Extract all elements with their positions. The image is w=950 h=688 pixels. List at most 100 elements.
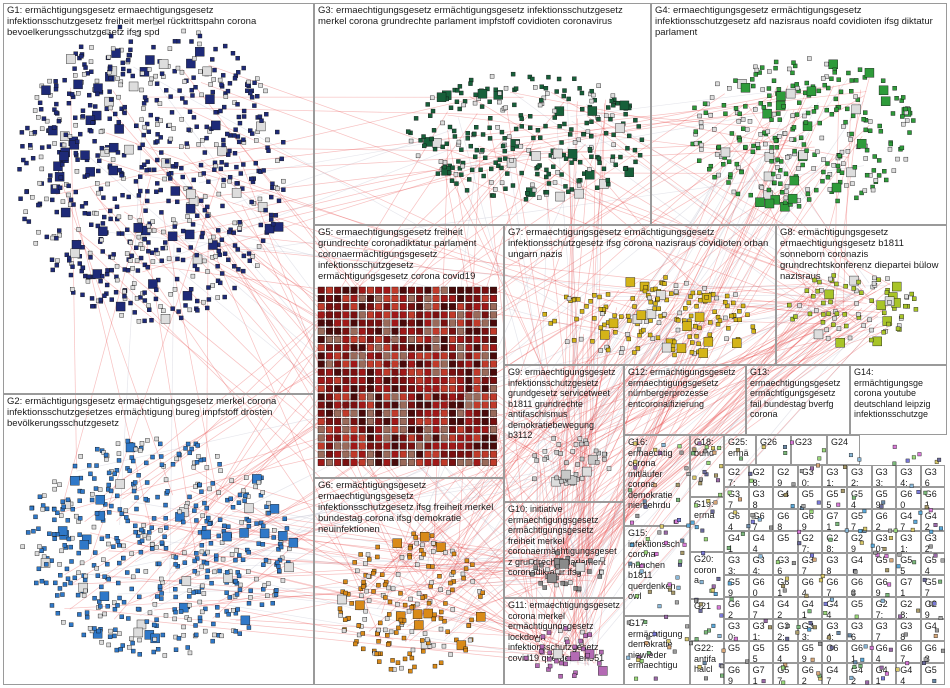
node — [52, 141, 57, 146]
node — [634, 594, 639, 599]
node — [546, 630, 552, 635]
node — [226, 524, 231, 529]
node — [142, 298, 148, 303]
node — [684, 637, 689, 642]
node — [577, 86, 582, 91]
node — [697, 441, 702, 446]
node — [584, 441, 589, 446]
node — [281, 187, 286, 192]
node — [853, 569, 858, 574]
node — [479, 104, 485, 109]
node — [375, 327, 383, 335]
edge — [202, 225, 383, 642]
node — [135, 31, 140, 36]
group-g24-label: G24 — [831, 437, 849, 447]
node — [367, 360, 374, 368]
node — [569, 160, 574, 165]
node — [317, 327, 325, 335]
node — [818, 578, 823, 583]
node — [81, 72, 87, 77]
small-group-label: G33: ern — [801, 621, 814, 641]
node — [166, 198, 171, 204]
node — [503, 105, 508, 110]
node — [414, 620, 424, 630]
edge — [208, 64, 872, 301]
node — [60, 592, 65, 597]
node — [791, 125, 797, 130]
node — [432, 295, 440, 302]
node — [661, 342, 672, 353]
small-group-cell: G47 — [748, 597, 774, 619]
node — [106, 54, 112, 60]
node — [940, 648, 945, 653]
node — [635, 346, 641, 351]
node — [608, 116, 613, 122]
edge — [376, 171, 758, 609]
node — [790, 70, 795, 76]
node — [833, 96, 839, 102]
node — [218, 166, 224, 172]
node — [215, 605, 220, 610]
node — [187, 602, 192, 608]
node — [810, 657, 815, 662]
edge — [372, 299, 648, 583]
node — [739, 169, 744, 175]
small-group-cell: G4 — [773, 487, 798, 509]
node — [587, 632, 592, 637]
node — [230, 51, 236, 56]
node — [598, 348, 603, 353]
node — [94, 211, 99, 216]
small-group-label: G60 — [900, 489, 913, 509]
node — [117, 24, 123, 30]
node — [80, 114, 86, 119]
node — [691, 451, 695, 456]
node — [135, 268, 141, 273]
node — [106, 642, 111, 648]
node — [83, 201, 89, 206]
node — [382, 582, 388, 588]
node — [94, 78, 100, 84]
small-group-cell: G67 — [822, 575, 847, 597]
small-group-cell: G55 — [896, 553, 921, 575]
node — [375, 544, 380, 550]
node — [126, 52, 132, 58]
node — [221, 177, 226, 183]
node — [457, 327, 465, 335]
node — [94, 511, 100, 516]
node — [192, 558, 197, 564]
node — [703, 537, 708, 542]
node — [554, 450, 559, 455]
node — [197, 482, 202, 488]
node — [366, 598, 372, 603]
node — [54, 263, 60, 268]
node — [221, 523, 227, 529]
node — [457, 106, 462, 112]
node — [432, 450, 440, 458]
node — [862, 188, 868, 193]
node — [465, 295, 473, 302]
node — [710, 588, 715, 593]
edge — [544, 281, 862, 637]
node — [141, 523, 146, 528]
node — [465, 131, 470, 136]
edge — [390, 554, 538, 643]
node — [633, 118, 638, 123]
node — [694, 598, 698, 603]
node — [519, 124, 524, 129]
node — [419, 548, 424, 553]
node — [187, 307, 193, 313]
edge — [459, 596, 552, 663]
node — [937, 457, 942, 462]
node — [226, 257, 231, 263]
small-group-cell: G32: cor — [847, 465, 872, 487]
node — [391, 426, 399, 434]
node — [843, 283, 848, 289]
node — [37, 180, 42, 186]
node — [732, 338, 742, 348]
small-group-label: G38 — [900, 621, 913, 641]
node — [117, 560, 122, 566]
node — [477, 89, 488, 99]
node — [109, 297, 114, 302]
node — [530, 182, 535, 188]
small-group-cell: G59 — [871, 487, 897, 509]
